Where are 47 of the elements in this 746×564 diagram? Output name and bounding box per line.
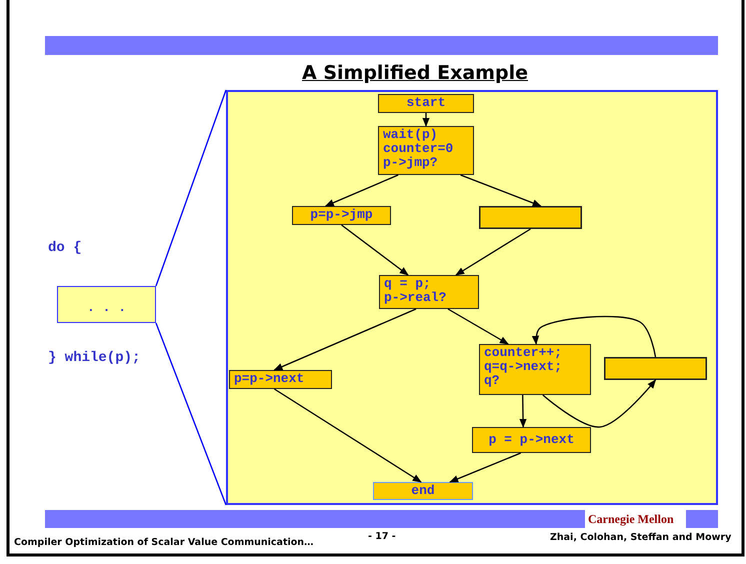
code-block-box [292,206,391,225]
arrow [341,224,409,276]
zoom-line [155,322,227,506]
page-number: - 17 - [368,531,396,542]
process-box [604,357,707,380]
arrow [455,228,531,276]
code-text: } while(p); [48,350,140,366]
zoomed-loop-panel [226,90,718,505]
code-block-box [373,482,473,500]
code-block-box [378,126,474,175]
code-text: p->jmp? [383,156,439,170]
university-name: Carnegie Mellon [588,512,674,527]
loop-body-box [57,286,156,323]
arrow [519,395,527,428]
code-text: do { [48,240,82,256]
arrow [448,308,509,345]
code-text: . . . [86,301,127,315]
code-text: end [410,484,436,498]
code-text: counter++; [484,346,564,360]
code-text: wait(p) [383,128,439,142]
code-text: q=q->next; [484,360,564,374]
arrow [273,308,416,371]
arrow [532,316,656,358]
code-text: counter=0 [383,142,454,156]
code-block-box [229,370,332,389]
author-names: Zhai, Colohan, Steffan and Mowry [550,532,732,543]
arrow [274,388,422,483]
arrow [542,379,656,428]
code-block-box [379,275,479,309]
code-block-box [479,344,591,395]
arrow [422,113,430,127]
code-text: p=p->jmp [309,208,374,222]
zoom-line [155,90,227,286]
code-text: start [405,96,446,110]
arrow [460,174,542,207]
arrow [449,452,522,483]
process-box [479,206,582,229]
code-block-box [472,427,591,453]
code-block-box [378,94,474,113]
presentation-title: Compiler Optimization of Scalar Value Communication… [14,537,314,548]
code-text: q? [484,374,501,388]
slide-title: A Simplified Example [301,62,529,84]
code-text: q = p; [384,277,432,291]
code-text: p = p->next [488,433,576,447]
code-text: p->real? [384,291,448,305]
arrow [324,174,398,207]
code-text: p=p->next [234,372,306,386]
